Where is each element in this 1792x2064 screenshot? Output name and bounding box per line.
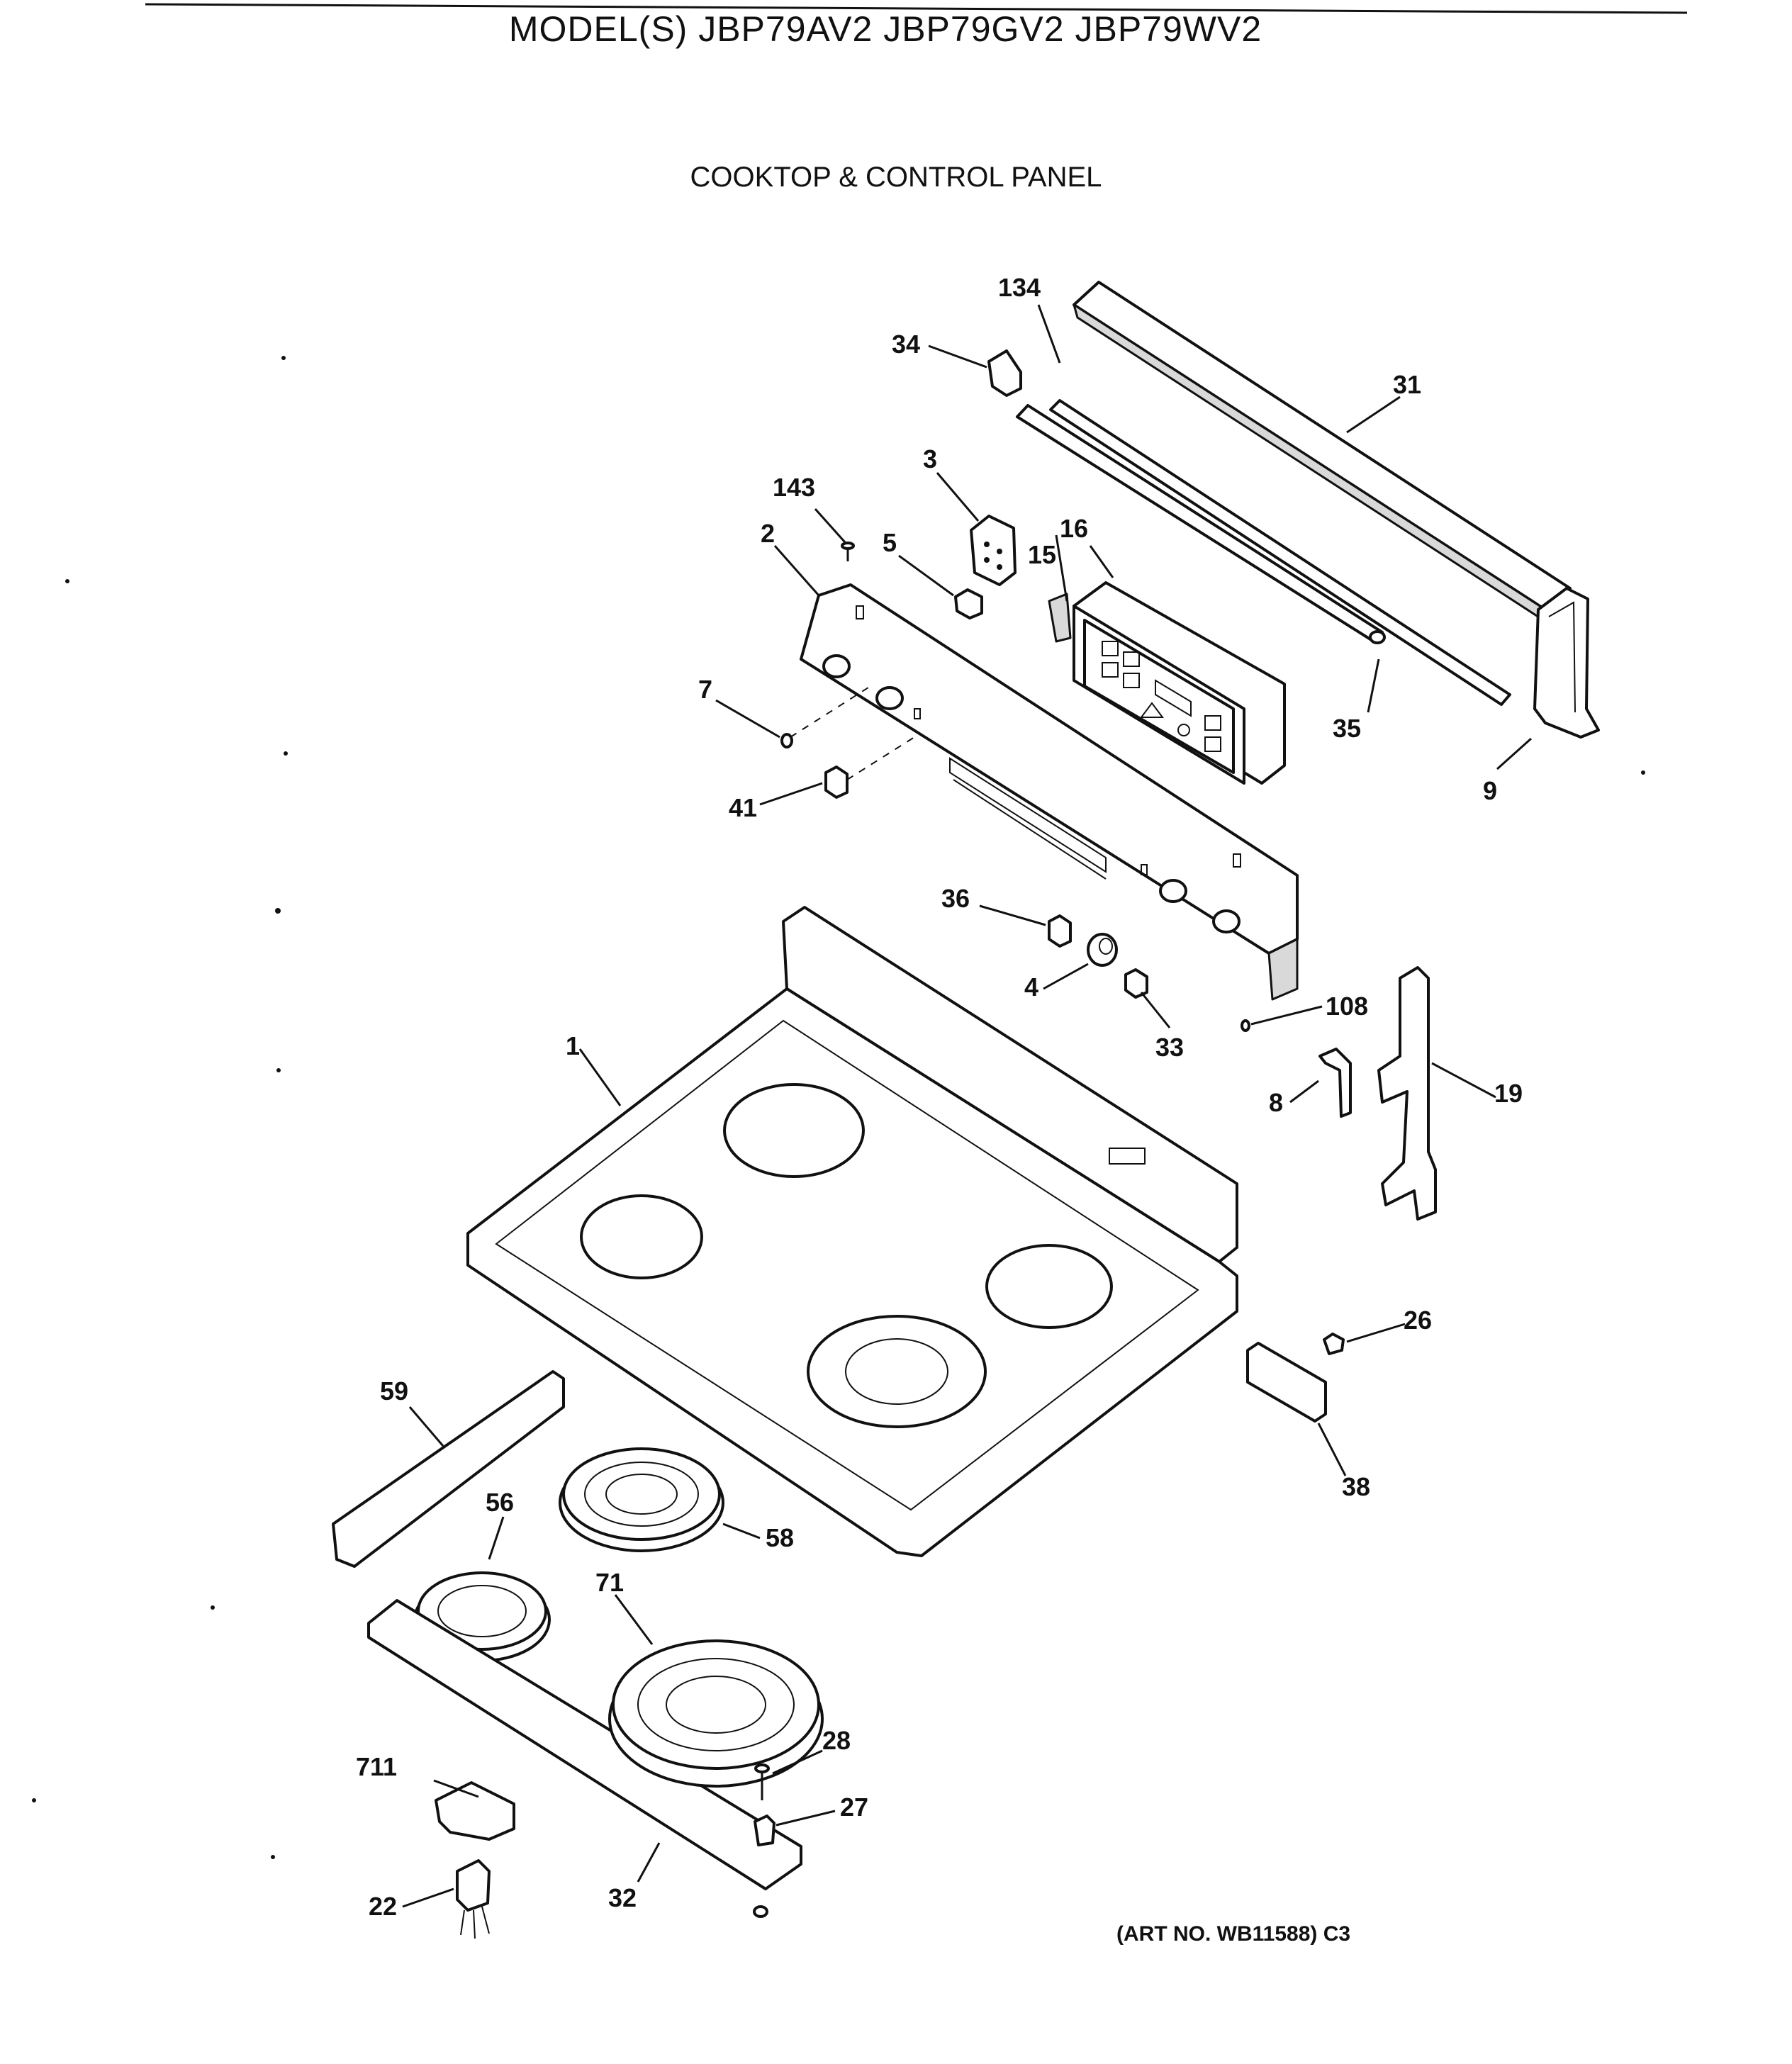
part-19-side-bracket xyxy=(1377,966,1437,1221)
callout-31: 31 xyxy=(1393,370,1421,399)
part-1-cooktop xyxy=(466,906,1238,1557)
part-34-clip xyxy=(987,349,1022,397)
callout-28: 28 xyxy=(822,1726,851,1755)
callout-4: 4 xyxy=(1024,972,1038,1002)
part-26-clip xyxy=(1323,1333,1345,1355)
callout-19: 19 xyxy=(1494,1079,1523,1108)
callout-1: 1 xyxy=(566,1031,580,1060)
part-5-bracket xyxy=(954,588,983,619)
callout-32: 32 xyxy=(608,1883,637,1912)
part-711-bracket xyxy=(435,1781,515,1841)
part-22-terminal-block xyxy=(456,1859,491,1939)
guide-41 xyxy=(846,736,915,780)
part-33-switch xyxy=(1124,968,1148,999)
callout-143: 143 xyxy=(773,473,815,502)
top-rule xyxy=(145,3,1688,14)
callout-16: 16 xyxy=(1060,514,1088,543)
part-134-strip xyxy=(1049,399,1511,706)
callout-7: 7 xyxy=(698,675,712,704)
part-2-control-panel xyxy=(800,583,1299,1001)
callout-134: 134 xyxy=(998,273,1041,302)
part-15-16-electronic-control xyxy=(1048,581,1286,785)
callout-3: 3 xyxy=(923,444,937,473)
callout-8: 8 xyxy=(1269,1088,1283,1117)
part-59-support xyxy=(332,1370,565,1568)
callout-56: 56 xyxy=(486,1488,514,1517)
section-title: COOKTOP & CONTROL PANEL xyxy=(690,162,1102,193)
callout-58: 58 xyxy=(766,1523,794,1552)
margin-marks xyxy=(32,356,1645,1859)
callout-38: 38 xyxy=(1342,1472,1370,1501)
guide-7 xyxy=(790,687,869,738)
model-line: MODEL(S) JBP79AV2 JBP79GV2 JBP79WV2 xyxy=(508,9,1262,49)
part-35-tube xyxy=(1016,404,1386,644)
part-41-switch xyxy=(824,765,849,799)
callout-36: 36 xyxy=(941,884,970,913)
callout-26: 26 xyxy=(1404,1306,1432,1335)
callout-5: 5 xyxy=(883,528,897,557)
part-38-bracket xyxy=(1246,1342,1327,1423)
part-9-end-cap xyxy=(1533,587,1600,739)
callout-9: 9 xyxy=(1483,776,1497,805)
art-number: (ART NO. WB11588) C3 xyxy=(1116,1922,1351,1946)
part-36-switch xyxy=(1048,914,1072,948)
callout-59: 59 xyxy=(380,1376,408,1406)
callout-711: 711 xyxy=(356,1752,397,1781)
part-108-screw xyxy=(1241,1019,1250,1032)
part-58-element xyxy=(559,1447,724,1552)
callout-34: 34 xyxy=(892,330,920,359)
part-143-screw xyxy=(841,542,855,561)
callout-labels: 134 34 31 3 143 2 5 16 15 7 35 9 41 36 4… xyxy=(356,273,1523,1921)
callout-27: 27 xyxy=(840,1793,868,1822)
part-7-plug xyxy=(780,733,793,748)
callout-22: 22 xyxy=(369,1892,397,1921)
leader-lines xyxy=(402,304,1533,1908)
part-28-screw xyxy=(754,1763,770,1800)
callout-2: 2 xyxy=(761,519,775,548)
part-4-knob xyxy=(1087,933,1118,967)
callout-33: 33 xyxy=(1155,1033,1184,1062)
part-27-connector xyxy=(754,1815,775,1846)
callout-41: 41 xyxy=(729,793,757,822)
part-3-switch xyxy=(970,515,1017,586)
callout-108: 108 xyxy=(1326,992,1368,1021)
callout-71: 71 xyxy=(595,1568,624,1597)
callout-35: 35 xyxy=(1333,714,1361,743)
callout-15: 15 xyxy=(1028,540,1056,569)
washer xyxy=(753,1905,768,1918)
part-71-element xyxy=(608,1639,824,1788)
part-32-tray xyxy=(367,1599,802,1890)
part-8-bracket xyxy=(1318,1048,1352,1118)
